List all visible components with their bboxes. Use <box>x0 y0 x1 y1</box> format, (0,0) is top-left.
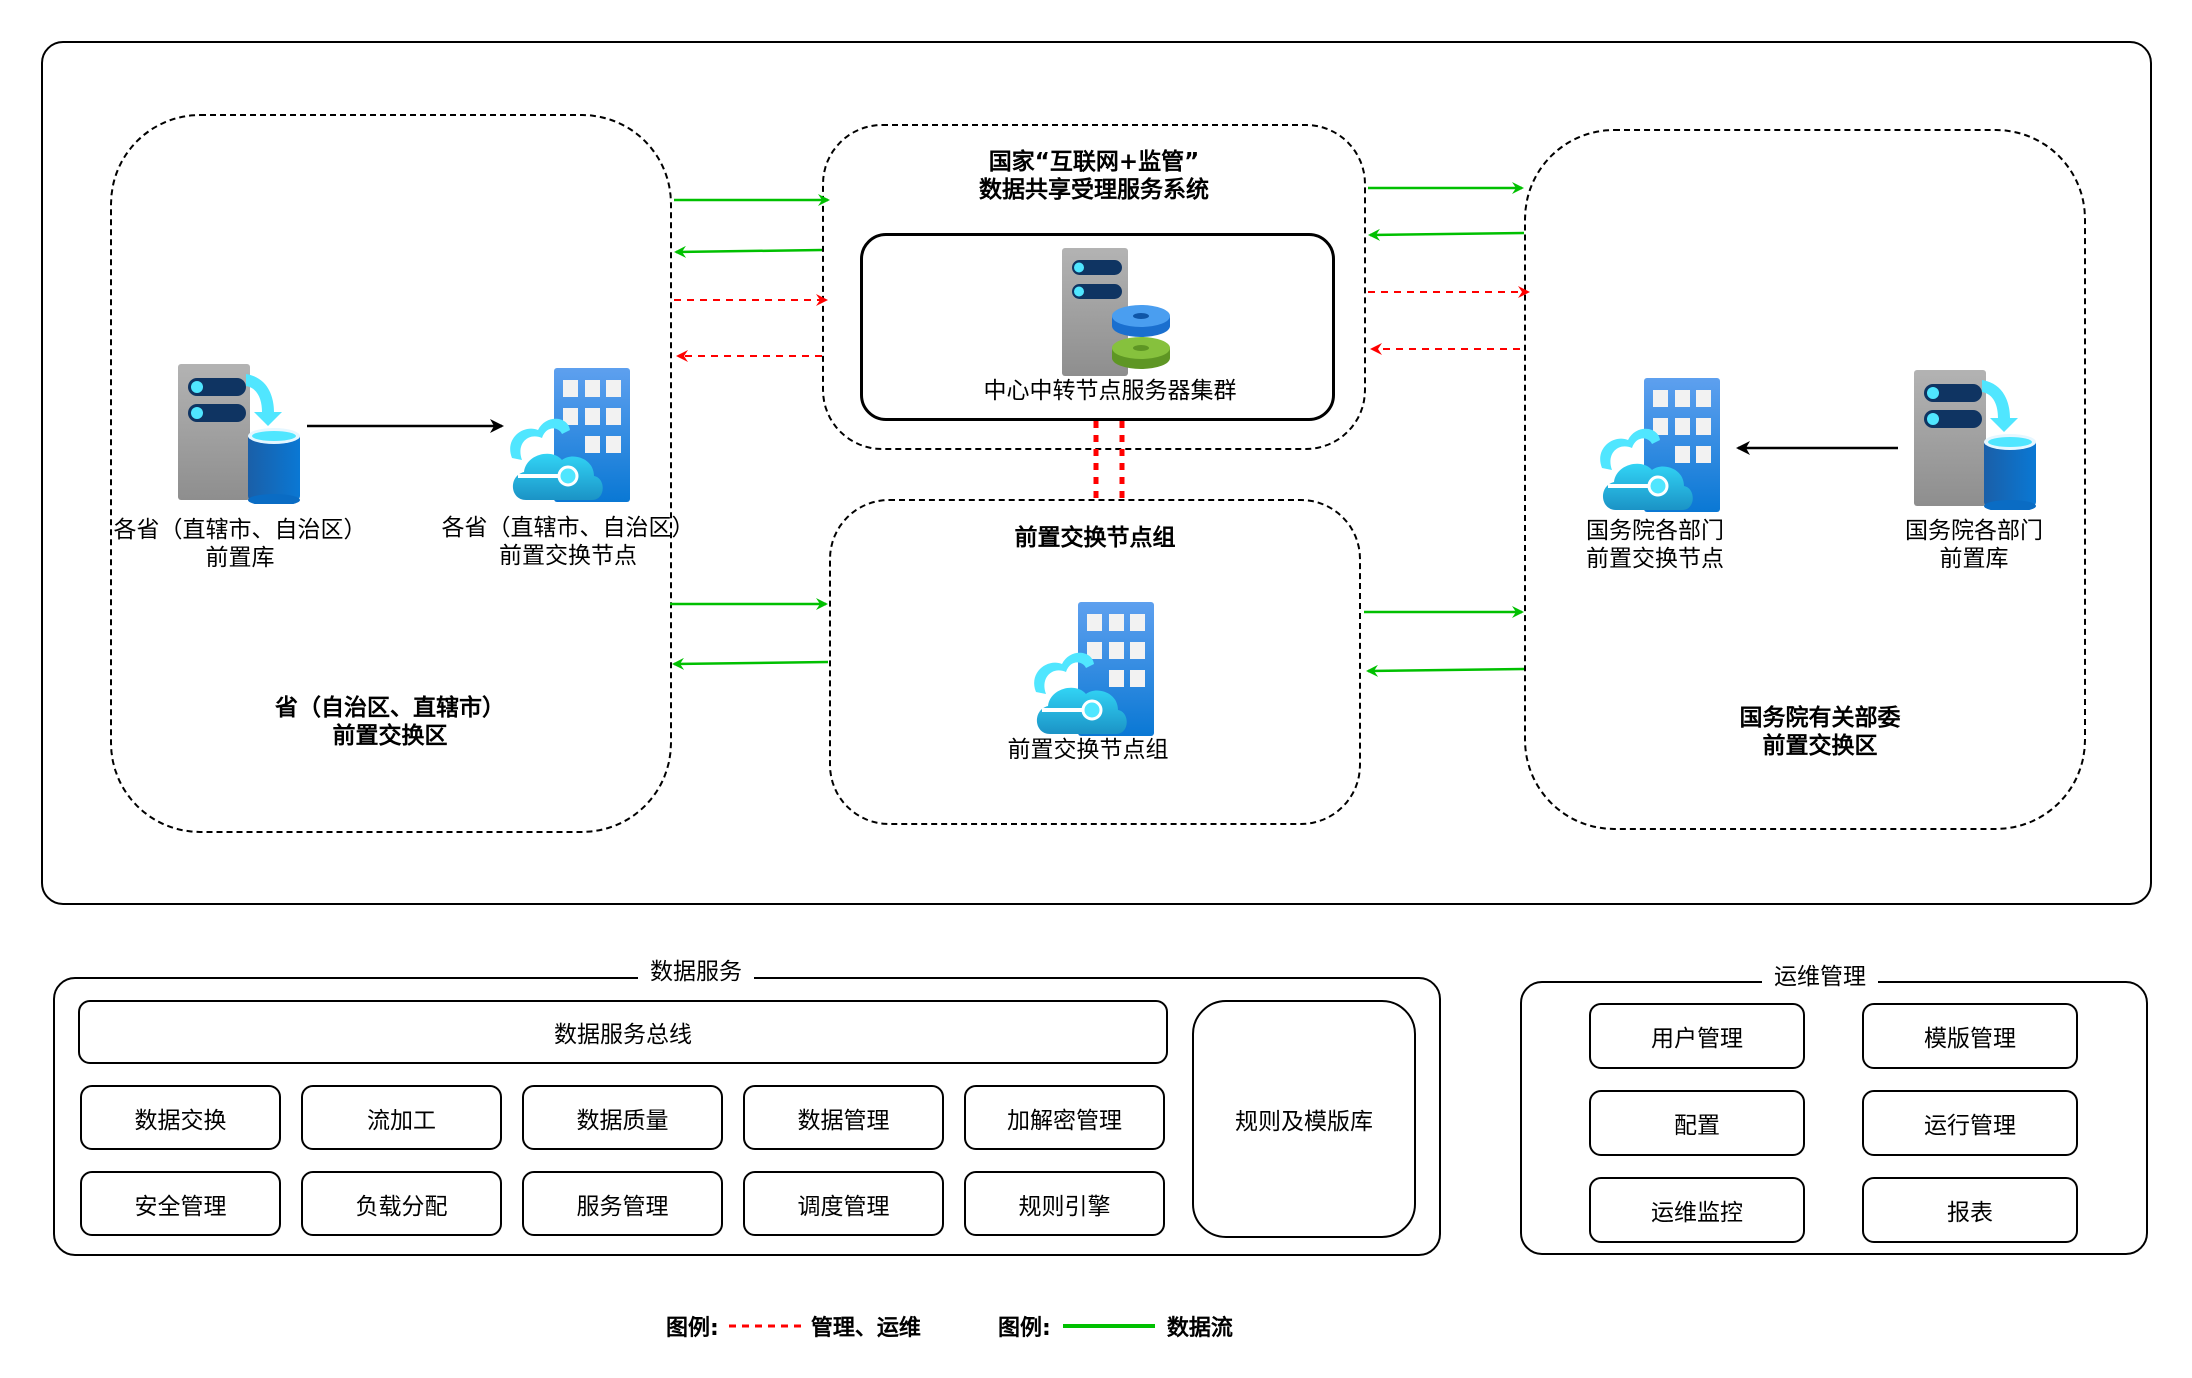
service-module[interactable]: 数据交换 <box>80 1085 281 1150</box>
solid-green-line-icon <box>1062 1324 1155 1328</box>
exchange-group-node-label: 前置交换节点组 <box>1007 737 1169 763</box>
architecture-frame <box>41 41 2152 905</box>
province-zone <box>110 114 672 833</box>
label-line: 省（自治区、直辖市） <box>275 695 505 721</box>
label-line: 前置库 <box>1939 546 2009 572</box>
legend-label: 管理、运维 <box>810 1316 921 1341</box>
legend-data-flow: 图例: 数据流 <box>998 1310 1233 1342</box>
label-line: 国务院有关部委 <box>1739 705 1901 731</box>
service-module[interactable]: 调度管理 <box>743 1171 944 1236</box>
service-module[interactable]: 安全管理 <box>80 1171 281 1236</box>
service-module[interactable]: 服务管理 <box>522 1171 723 1236</box>
national-system-title: 国家“互联网+监管” 数据共享受理服务系统 <box>944 148 1244 204</box>
label-line: 前置交换区 <box>1762 733 1878 759</box>
ops-module[interactable]: 报表 <box>1862 1177 2078 1243</box>
label-line: 前置交换节点 <box>1586 546 1724 572</box>
state-council-zone-title: 国务院有关部委 前置交换区 <box>1670 704 1970 760</box>
cluster-label: 中心中转节点服务器集群 <box>983 378 1237 404</box>
label-line: 前置交换区 <box>332 723 448 749</box>
state-council-zone <box>1524 129 2086 830</box>
service-module[interactable]: 规则引擎 <box>964 1171 1165 1236</box>
label-line: 前置库 <box>205 545 275 571</box>
data-service-title: 数据服务 <box>638 958 754 986</box>
province-zone-title: 省（自治区、直辖市） 前置交换区 <box>230 694 550 750</box>
server-cluster-icon <box>1062 248 1170 376</box>
legend-prefix: 图例: <box>998 1316 1051 1341</box>
label-line: 各省（直辖市、自治区） <box>441 515 695 541</box>
service-module[interactable]: 加解密管理 <box>964 1085 1165 1150</box>
label-line: 数据共享受理服务系统 <box>979 177 1209 203</box>
building-cloud-icon <box>1034 602 1154 736</box>
service-module[interactable]: 数据质量 <box>522 1085 723 1150</box>
label-line: 前置交换节点 <box>499 543 637 569</box>
dashed-red-line-icon <box>728 1324 801 1328</box>
service-module[interactable]: 数据管理 <box>743 1085 944 1150</box>
data-service-bus[interactable]: 数据服务总线 <box>78 1000 1168 1064</box>
server-database-icon <box>178 364 300 504</box>
legend-prefix: 图例: <box>666 1316 719 1341</box>
state-council-node-label: 国务院各部门 前置交换节点 <box>1555 517 1755 573</box>
ops-module[interactable]: 运维监控 <box>1589 1177 1805 1243</box>
cluster-box <box>860 233 1335 421</box>
ops-module[interactable]: 模版管理 <box>1862 1003 2078 1069</box>
label-line: 国务院各部门 <box>1905 518 2043 544</box>
ops-module[interactable]: 运行管理 <box>1862 1090 2078 1156</box>
building-cloud-icon <box>1600 378 1720 512</box>
service-module[interactable]: 流加工 <box>301 1085 502 1150</box>
state-council-db-label: 国务院各部门 前置库 <box>1874 517 2074 573</box>
label-line: 国务院各部门 <box>1586 518 1724 544</box>
exchange-group-title: 前置交换节点组 <box>1014 525 1176 551</box>
service-module[interactable]: 负载分配 <box>301 1171 502 1236</box>
building-cloud-icon <box>510 368 630 502</box>
ops-title: 运维管理 <box>1762 963 1878 991</box>
exchange-group-zone <box>829 499 1361 825</box>
server-database-icon <box>1914 370 2036 510</box>
rules-template-repo[interactable]: 规则及模版库 <box>1192 1000 1416 1238</box>
ops-module[interactable]: 配置 <box>1589 1090 1805 1156</box>
ops-module[interactable]: 用户管理 <box>1589 1003 1805 1069</box>
province-node-label: 各省（直辖市、自治区） 前置交换节点 <box>428 514 708 570</box>
label-line: 各省（直辖市、自治区） <box>113 517 367 543</box>
label-line: 国家“互联网+监管” <box>988 149 1200 175</box>
legend-management: 图例: 管理、运维 <box>666 1310 921 1342</box>
province-db-label: 各省（直辖市、自治区） 前置库 <box>100 516 380 572</box>
legend-label: 数据流 <box>1166 1316 1233 1341</box>
